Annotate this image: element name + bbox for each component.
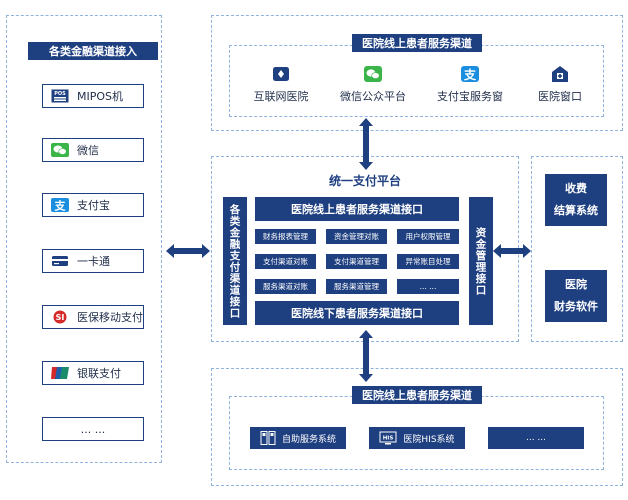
his-system-box[interactable]: HIS 医院HIS系统 <box>369 427 465 449</box>
offline-channels-title: 医院线上患者服务渠道 <box>352 386 482 404</box>
top-item-alipay-window[interactable]: 支 支付宝服务窗 <box>427 66 513 104</box>
financial-channels-panel <box>6 15 162 463</box>
channel-card[interactable]: 一卡通 <box>42 249 144 273</box>
grid-cell[interactable]: ... ... <box>397 279 459 294</box>
channel-wechat[interactable]: 微信 <box>42 138 144 162</box>
online-channels-title: 医院线上患者服务渠道 <box>352 34 482 52</box>
insurance-icon: SI <box>51 310 69 324</box>
grid-cell[interactable]: 用户权限管理 <box>397 229 459 244</box>
grid-cell[interactable]: 财务报表管理 <box>255 229 316 244</box>
grid-cell[interactable]: 异常账目处理 <box>397 254 459 269</box>
channel-label: MIPOS机 <box>77 90 124 103</box>
svg-text:支: 支 <box>54 199 67 213</box>
top-item-wechat-platform[interactable]: 微信公众平台 <box>330 66 416 104</box>
offline-interface-bar: 医院线下患者服务渠道接口 <box>255 301 459 325</box>
fund-management-vertical: 资金管理接口 <box>469 197 493 325</box>
hospital-icon <box>551 66 569 82</box>
billing-system-box[interactable]: 收费 结算系统 <box>545 174 607 226</box>
channel-label: 银联支付 <box>77 367 121 380</box>
double-arrow-icon <box>359 118 373 170</box>
his-icon: HIS <box>379 431 397 445</box>
svg-text:支: 支 <box>463 67 477 82</box>
kiosk-icon <box>260 431 276 445</box>
offline-channels-panel <box>211 368 623 486</box>
channel-label: 一卡通 <box>77 255 110 268</box>
grid-cell[interactable]: 支付渠道对账 <box>255 254 316 269</box>
top-item-internet-hospital[interactable]: 互联网医院 <box>243 66 319 104</box>
internet-hospital-icon <box>272 66 290 82</box>
wechat-icon <box>364 66 382 82</box>
channel-unionpay[interactable]: 银联支付 <box>42 361 144 385</box>
channel-label: ... ... <box>80 422 106 436</box>
alipay-icon: 支 <box>51 198 69 212</box>
financial-channels-title: 各类金融渠道接入 <box>28 42 158 60</box>
kiosk-label: 自助服务系统 <box>281 434 336 445</box>
svg-text:HIS: HIS <box>383 436 394 442</box>
kiosk-system-box[interactable]: 自助服务系统 <box>250 427 346 449</box>
channel-more[interactable]: ... ... <box>42 417 144 441</box>
more-label: ... ... <box>525 433 547 443</box>
channel-label: 微信 <box>77 144 99 157</box>
grid-cell[interactable]: 支付渠道管理 <box>326 254 387 269</box>
svg-text:SI: SI <box>56 313 65 322</box>
top-item-label: 支付宝服务窗 <box>437 90 503 103</box>
alipay-icon: 支 <box>461 66 479 82</box>
finance-software-box[interactable]: 医院 财务软件 <box>545 270 607 322</box>
hospital-finance-panel <box>531 156 623 342</box>
grid-cell[interactable]: 服务渠道管理 <box>326 279 387 294</box>
double-arrow-icon <box>493 244 531 258</box>
his-label: 医院HIS系统 <box>403 434 455 445</box>
top-item-label: 医院窗口 <box>538 90 582 103</box>
svg-text:POS: POS <box>54 91 66 97</box>
top-item-label: 微信公众平台 <box>340 90 406 103</box>
online-interface-bar: 医院线上患者服务渠道接口 <box>255 197 459 221</box>
wechat-icon <box>51 143 69 157</box>
channel-mipos[interactable]: POS MIPOS机 <box>42 84 144 108</box>
grid-cell[interactable]: 服务渠道对账 <box>255 279 316 294</box>
channel-label: 支付宝 <box>77 199 110 212</box>
channel-alipay[interactable]: 支 支付宝 <box>42 193 144 217</box>
financial-interface-vertical: 各类金融支付渠道接口 <box>223 197 247 325</box>
online-channels-panel <box>211 15 623 131</box>
grid-cell[interactable]: 资金管理对账 <box>326 229 387 244</box>
double-arrow-icon <box>359 330 373 382</box>
unified-payment-title: 统一支付平台 <box>328 174 401 188</box>
card-icon <box>51 254 69 268</box>
pos-icon: POS <box>51 89 69 103</box>
channel-label: 医保移动支付 <box>77 311 143 324</box>
unionpay-icon <box>51 366 69 380</box>
top-item-hospital-window[interactable]: 医院窗口 <box>522 66 598 104</box>
double-arrow-icon <box>166 244 210 258</box>
channel-medical-insurance[interactable]: SI 医保移动支付 <box>42 305 144 329</box>
top-item-label: 互联网医院 <box>253 90 309 103</box>
more-system-box[interactable]: ... ... <box>488 427 584 449</box>
